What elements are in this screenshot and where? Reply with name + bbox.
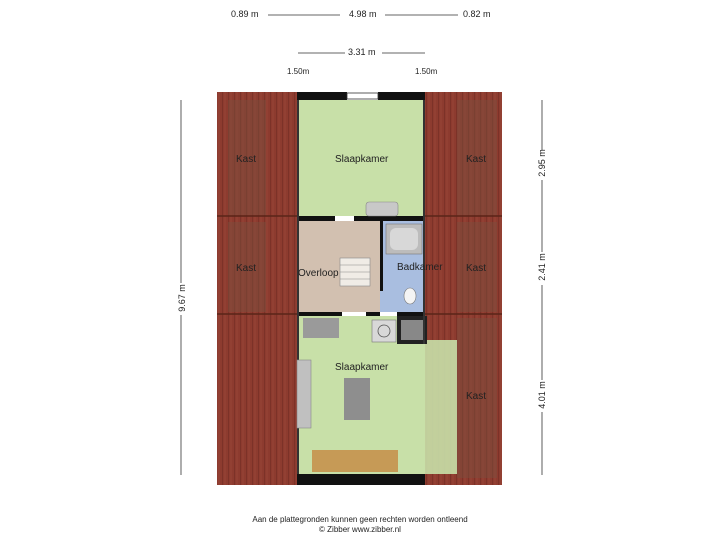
dim-second-row: 3.31 m bbox=[348, 47, 376, 57]
dim-right-bottom: 4.01 m bbox=[537, 381, 547, 409]
kast-panel-mid-right bbox=[457, 222, 497, 312]
label-kast-bottom-right: Kast bbox=[466, 391, 487, 402]
kast-panel-top-left bbox=[228, 100, 266, 215]
label-slaapkamer-bottom: Slaapkamer bbox=[335, 362, 389, 373]
label-overloop: Overloop bbox=[298, 268, 339, 279]
label-kast-top-left: Kast bbox=[236, 154, 257, 165]
kast-panel-mid-left bbox=[228, 222, 266, 312]
kast-panel-top-right bbox=[457, 100, 497, 215]
room-slaapkamer-top bbox=[297, 100, 425, 216]
label-kast-mid-left: Kast bbox=[236, 263, 257, 274]
appliance bbox=[371, 319, 397, 343]
dim-right-middle: 2.41 m bbox=[537, 253, 547, 281]
dim-left-total: 9.67 m bbox=[177, 284, 187, 312]
dim-top-middle: 4.98 m bbox=[349, 9, 377, 19]
sink-top bbox=[365, 201, 399, 217]
dimension-lines bbox=[180, 14, 543, 475]
kast-panel-bottom-right bbox=[457, 318, 497, 478]
dim-right-top: 2.95 m bbox=[537, 149, 547, 177]
footer-disclaimer: Aan de plattegronden kunnen geen rechten… bbox=[252, 515, 468, 524]
label-slaapkamer-top: Slaapkamer bbox=[335, 154, 389, 165]
dim-top-right: 0.82 m bbox=[463, 9, 491, 19]
rug bbox=[344, 378, 370, 420]
label-kast-mid-right: Kast bbox=[466, 263, 487, 274]
roof-left bbox=[217, 92, 297, 485]
dim-wall-right: 1.50m bbox=[415, 67, 438, 76]
dim-top-left: 0.89 m bbox=[231, 9, 259, 19]
sofa bbox=[296, 359, 312, 429]
label-badkamer: Badkamer bbox=[397, 262, 443, 273]
footer-copyright: © Zibber www.zibber.nl bbox=[319, 525, 401, 534]
toilet bbox=[403, 287, 417, 305]
window-top bbox=[346, 92, 379, 100]
label-kast-top-right: Kast bbox=[466, 154, 487, 165]
desk bbox=[303, 318, 339, 338]
bed bbox=[312, 450, 398, 472]
dim-wall-left: 1.50m bbox=[287, 67, 310, 76]
